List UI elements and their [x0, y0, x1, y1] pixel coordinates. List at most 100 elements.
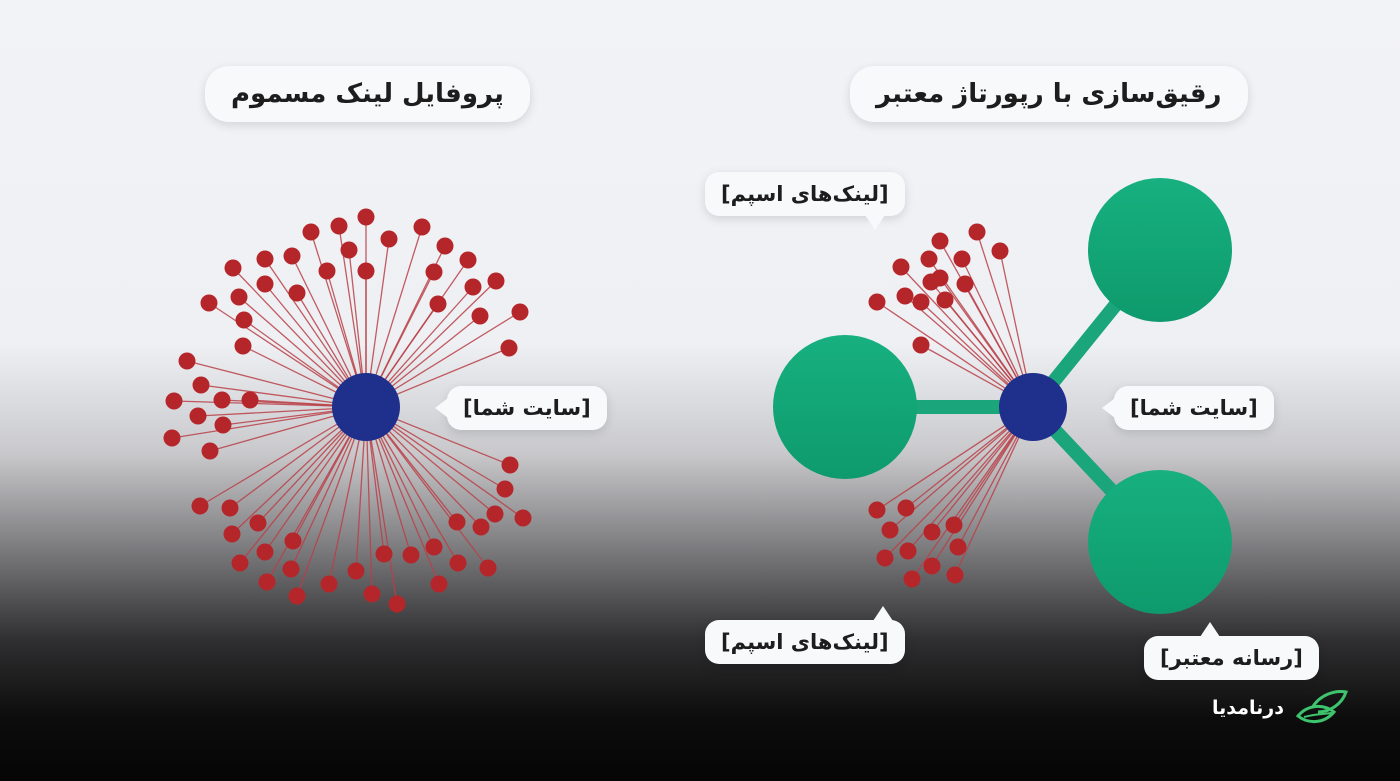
spam-node — [318, 262, 336, 280]
spam-node — [945, 516, 963, 534]
spam-node — [357, 262, 375, 280]
spam-node — [258, 573, 276, 591]
spam-link — [911, 406, 1034, 580]
authority-node — [1088, 178, 1232, 322]
left-panel-title-text: پروفایل لینک مسموم — [231, 79, 504, 109]
spam-node — [425, 263, 443, 281]
right-spam-nodes — [868, 223, 1009, 588]
spam-node — [357, 208, 375, 226]
spam-node — [340, 241, 358, 259]
spam-node — [221, 499, 239, 517]
spam-node — [436, 237, 454, 255]
left-panel-title: پروفایل لینک مسموم — [205, 66, 530, 122]
spam-node — [899, 542, 917, 560]
spam-node — [448, 513, 466, 531]
spam-node — [282, 560, 300, 578]
spam-node — [923, 523, 941, 541]
spam-node — [413, 218, 431, 236]
spam-links-label-bottom-text: [لینک‌های اسپم] — [721, 630, 889, 654]
spam-node — [514, 509, 532, 527]
spam-node — [223, 525, 241, 543]
spam-node — [235, 311, 253, 329]
spam-node — [288, 284, 306, 302]
spam-node — [896, 287, 914, 305]
spam-node — [903, 570, 921, 588]
left-site-node — [332, 373, 400, 441]
spam-node — [213, 391, 231, 409]
spam-node — [192, 376, 210, 394]
callout-tail — [1102, 398, 1115, 418]
spam-node — [230, 288, 248, 306]
spam-node — [472, 518, 490, 536]
spam-node — [868, 501, 886, 519]
spam-node — [496, 480, 514, 498]
spam-node — [936, 291, 954, 309]
spam-node — [178, 352, 196, 370]
spam-node — [165, 392, 183, 410]
spam-node — [464, 278, 482, 296]
callout-tail — [435, 398, 448, 418]
spam-node — [923, 557, 941, 575]
callout-tail — [865, 215, 885, 230]
spam-node — [430, 575, 448, 593]
spam-node — [302, 223, 320, 241]
spam-links-label-top: [لینک‌های اسپم] — [705, 172, 905, 230]
spam-node — [471, 307, 489, 325]
authority-nodes — [773, 178, 1232, 614]
right-site-node — [999, 373, 1067, 441]
spam-node — [256, 275, 274, 293]
spam-node — [388, 595, 406, 613]
spam-links-label-bottom: [لینک‌های اسپم] — [705, 606, 905, 664]
spam-node — [920, 250, 938, 268]
spam-node — [486, 505, 504, 523]
spam-node — [459, 251, 477, 269]
leaf-logo-icon — [1295, 690, 1348, 723]
spam-node — [191, 497, 209, 515]
spam-node — [501, 456, 519, 474]
brand-watermark: درنامدیا — [1212, 686, 1350, 730]
spam-node — [249, 514, 267, 532]
right-site-label-text: [سایت شما] — [1130, 396, 1258, 420]
spam-node — [256, 250, 274, 268]
spam-node — [449, 554, 467, 572]
spam-node — [479, 559, 497, 577]
callout-tail — [1200, 622, 1220, 637]
spam-node — [320, 575, 338, 593]
authority-node — [1088, 470, 1232, 614]
spam-node — [429, 295, 447, 313]
spam-node — [241, 391, 259, 409]
spam-node — [284, 532, 302, 550]
spam-node — [892, 258, 910, 276]
spam-node — [283, 247, 301, 265]
spam-node — [931, 232, 949, 250]
spam-node — [201, 442, 219, 460]
spam-node — [868, 293, 886, 311]
left-spam-nodes — [163, 208, 532, 613]
spam-node — [224, 259, 242, 277]
spam-node — [330, 217, 348, 235]
spam-node — [200, 294, 218, 312]
spam-node — [946, 566, 964, 584]
spam-node — [347, 562, 365, 580]
spam-node — [991, 242, 1009, 260]
spam-node — [234, 337, 252, 355]
spam-node — [402, 546, 420, 564]
spam-node — [968, 223, 986, 241]
spam-node — [953, 250, 971, 268]
spam-node — [922, 273, 940, 291]
spam-node — [425, 538, 443, 556]
spam-node — [956, 275, 974, 293]
spam-node — [881, 521, 899, 539]
spam-node — [876, 549, 894, 567]
right-panel-title-text: رقیق‌سازی با رپورتاژ معتبر — [876, 79, 1222, 109]
spam-node — [511, 303, 529, 321]
spam-node — [231, 554, 249, 572]
right-site-label: [سایت شما] — [1102, 386, 1274, 430]
spam-node — [949, 538, 967, 556]
authority-node — [773, 335, 917, 479]
spam-node — [214, 416, 232, 434]
spam-node — [912, 293, 930, 311]
spam-node — [256, 543, 274, 561]
left-site-label: [سایت شما] — [435, 386, 607, 430]
